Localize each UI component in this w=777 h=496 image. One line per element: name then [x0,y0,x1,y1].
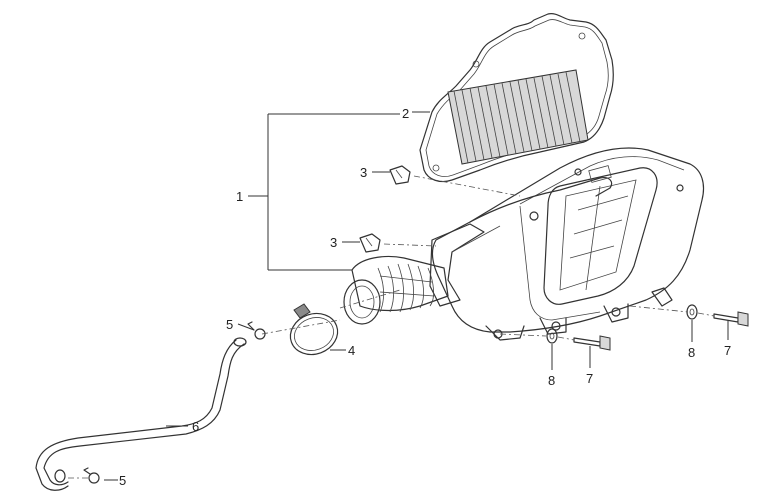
assembly-axes [68,175,715,479]
small-clamp-upper [247,321,266,340]
breather-hose [35,337,247,491]
callout-6: 6 [192,419,199,434]
washer-left [546,328,558,344]
callout-labels: 1 2 3 3 4 5 5 6 7 7 8 8 [119,106,731,488]
callout-3-upper: 3 [360,165,367,180]
bolt-left [573,335,611,351]
callout-5-upper: 5 [226,317,233,332]
callout-2: 2 [402,106,409,121]
callout-4: 4 [348,343,355,358]
callout-7-right: 7 [724,343,731,358]
callout-8-right: 8 [688,345,695,360]
air-filter-element [419,13,614,183]
leader-lines [104,111,729,481]
airbox-housing [429,147,705,341]
clip-lower [359,233,381,253]
callout-1: 1 [236,189,243,204]
callout-3-lower: 3 [330,235,337,250]
bolt-right [713,311,749,327]
callout-5-lower: 5 [119,473,126,488]
intake-duct [343,255,449,325]
callout-7-left: 7 [586,371,593,386]
small-clamp-lower [83,467,100,484]
callout-8-left: 8 [548,373,555,388]
washer-right [686,304,698,320]
hose-clamp [289,303,339,356]
clip-upper [389,165,411,185]
